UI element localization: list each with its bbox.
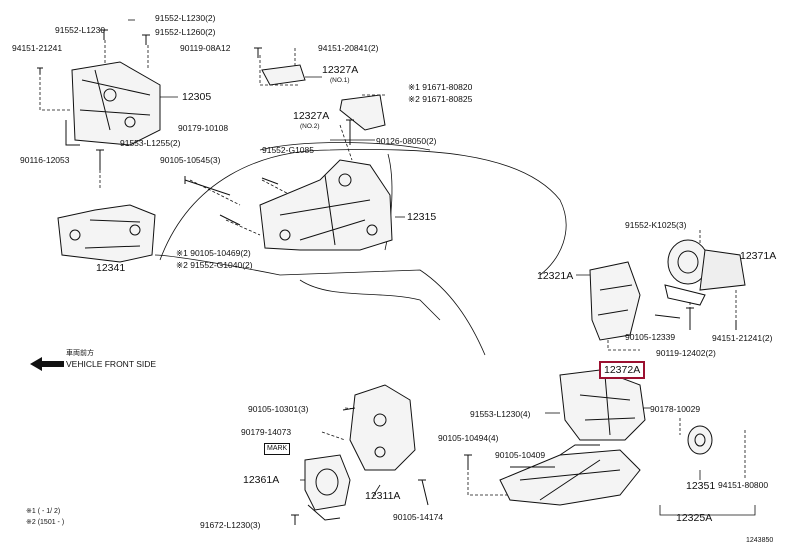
label-12321A: 12321A bbox=[537, 270, 574, 282]
bracket-12305 bbox=[65, 61, 161, 146]
mount-12371A bbox=[664, 239, 746, 306]
label-90105-12339: 90105-12339 bbox=[625, 332, 676, 342]
label-12311A: 12311A bbox=[365, 490, 401, 502]
label-90179-10108: 90179-10108 bbox=[178, 123, 229, 133]
label-90105-10545-3: 90105-10545(3) bbox=[160, 155, 221, 165]
label-90126-08050-2: 90126-08050(2) bbox=[376, 136, 437, 146]
front-label-jp: 車両前方 bbox=[66, 350, 94, 357]
label-94151-21241: 94151-21241 bbox=[12, 43, 63, 53]
label-no1: (NO.1) bbox=[330, 77, 350, 84]
label-mark: MARK bbox=[264, 443, 291, 455]
front-label-en: VEHICLE FRONT SIDE bbox=[66, 359, 157, 369]
label-90105-10494-4: 90105-10494(4) bbox=[438, 433, 499, 443]
front-arrow-icon bbox=[30, 357, 64, 371]
label-90178-10029: 90178-10029 bbox=[650, 404, 701, 414]
label-90105-10409: 90105-10409 bbox=[495, 450, 546, 460]
label-90105-10469-2: ※1 90105-10469(2) bbox=[176, 248, 251, 258]
label-90179-14073: 90179-14073 bbox=[241, 427, 292, 437]
bracket-12327A-no2 bbox=[339, 94, 386, 131]
bracket-12311A bbox=[349, 384, 416, 471]
crossmember-12325A bbox=[499, 444, 641, 506]
label-91553-L1255-2: 91553-L1255(2) bbox=[120, 138, 181, 148]
label-90119-08A12: 90119-08A12 bbox=[180, 43, 231, 53]
label-90105-14174: 90105-14174 bbox=[393, 512, 444, 522]
label-12305: 12305 bbox=[182, 91, 212, 103]
label-12325A: 12325A bbox=[676, 512, 713, 524]
label-91671-80820: ※1 91671-80820 bbox=[408, 82, 473, 92]
footnote-1: ※1 ( - 1/ 2) bbox=[26, 508, 61, 515]
label-94151-21241-2: 94151-21241(2) bbox=[712, 333, 773, 343]
label-12327A-no1: 12327A bbox=[322, 64, 359, 76]
label-94151-80800: 94151-80800 bbox=[718, 480, 769, 490]
bracket-12321A bbox=[589, 261, 641, 341]
plate-12341 bbox=[57, 204, 156, 263]
bracket-12327A-no1 bbox=[261, 64, 306, 86]
label-91672-L1230-3: 91672-L1230(3) bbox=[200, 520, 261, 530]
bolts bbox=[37, 29, 737, 525]
label-90105-10301-3: 90105-10301(3) bbox=[248, 404, 309, 414]
label-90116-12053: 90116-12053 bbox=[20, 155, 70, 165]
label-91552-L1230: 91552-L1230 bbox=[55, 25, 106, 35]
bracket-12315 bbox=[259, 159, 393, 251]
label-12327A-no2: 12327A bbox=[293, 110, 330, 122]
label-91552-G1040-2: ※2 91552-G1040(2) bbox=[176, 260, 253, 270]
label-91552-L1230-2: 91552-L1230(2) bbox=[155, 13, 216, 23]
label-12372A-highlighted[interactable]: 12372A bbox=[599, 361, 646, 379]
label-91552-G1085: 91552-G1085 bbox=[262, 145, 314, 155]
label-12351: 12351 bbox=[686, 480, 716, 492]
bushing-12351 bbox=[687, 425, 713, 455]
label-12361A: 12361A bbox=[243, 474, 280, 486]
leader-lines bbox=[39, 40, 746, 496]
label-91671-80825: ※2 91671-80825 bbox=[408, 94, 473, 104]
label-12341: 12341 bbox=[96, 262, 126, 274]
label-94151-20841-2: 94151-20841(2) bbox=[318, 43, 379, 53]
label-91553-L1230-4: 91553-L1230(4) bbox=[470, 409, 531, 419]
label-91552-L1260-2: 91552-L1260(2) bbox=[155, 27, 216, 37]
bracket-12372A bbox=[559, 369, 646, 441]
footnote-2: ※2 (1501 - ) bbox=[26, 519, 65, 526]
insulator-12361A bbox=[304, 454, 351, 521]
label-12315: 12315 bbox=[407, 211, 437, 223]
label-90119-12402-2: 90119-12402(2) bbox=[656, 348, 716, 358]
label-91552-K1025-3: 91552-K1025(3) bbox=[625, 220, 687, 230]
label-12371A: 12371A bbox=[740, 250, 777, 262]
label-no2: (NO.2) bbox=[300, 123, 320, 130]
figure-id: 1243850 bbox=[746, 537, 774, 544]
engine-outline bbox=[154, 142, 567, 356]
